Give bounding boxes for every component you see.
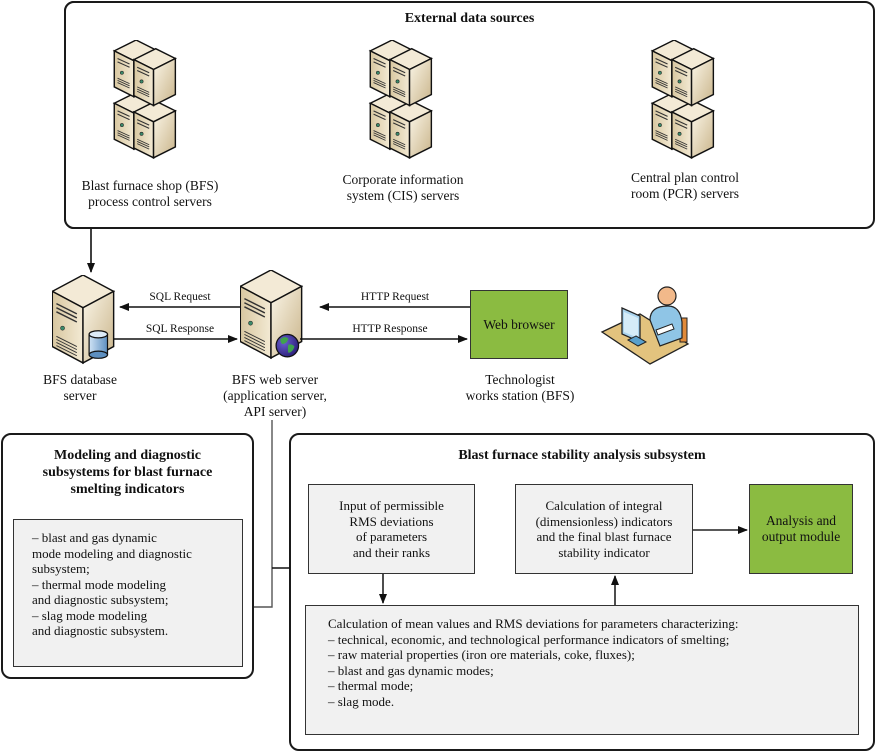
- modeling-subsystems-list: – blast and gas dynamic mode modeling an…: [13, 519, 243, 667]
- pcr-servers-label: Central plan control room (PCR) servers: [631, 170, 739, 201]
- database-server-icon: [52, 275, 115, 364]
- user-workstation-icon: [600, 286, 690, 365]
- stability-analysis-title: Blast furnace stability analysis subsyst…: [458, 448, 706, 463]
- analysis-output-module-box[interactable]: Analysis and output module: [749, 484, 853, 574]
- bfs-process-servers-label: Blast furnace shop (BFS) process control…: [81, 178, 219, 209]
- http-request-label: HTTP Request: [360, 291, 430, 303]
- server-cluster-icon: [112, 40, 182, 160]
- sql-response-label: SQL Response: [145, 323, 215, 335]
- external-data-sources-panel-frame: [64, 1, 875, 229]
- database-cylinder-icon: [88, 330, 109, 359]
- web-browser-box[interactable]: Web browser: [470, 290, 568, 359]
- globe-icon: [275, 333, 300, 358]
- web-to-modeling-connector: [254, 420, 273, 608]
- web-server-icon: [240, 270, 303, 359]
- http-response-label: HTTP Response: [352, 323, 428, 335]
- sql-request-label: SQL Request: [149, 291, 211, 303]
- technologist-station-label: Technologist works station (BFS): [465, 372, 575, 403]
- integral-indicators-box[interactable]: Calculation of integral (dimensionless) …: [515, 484, 693, 574]
- server-cluster-icon: [368, 40, 438, 160]
- server-cluster-icon: [650, 40, 720, 160]
- external-data-sources-title: External data sources: [404, 11, 535, 26]
- input-permissible-rms-box[interactable]: Input of permissible RMS deviations of p…: [308, 484, 475, 574]
- mean-rms-calculation-box[interactable]: Calculation of mean values and RMS devia…: [305, 605, 859, 735]
- cis-servers-label: Corporate information system (CIS) serve…: [342, 172, 464, 203]
- modeling-diagnostic-title: Modeling and diagnostic subsystems for b…: [42, 448, 213, 497]
- db-server-label: BFS database server: [43, 372, 117, 403]
- web-server-label: BFS web server (application server, API …: [223, 372, 327, 419]
